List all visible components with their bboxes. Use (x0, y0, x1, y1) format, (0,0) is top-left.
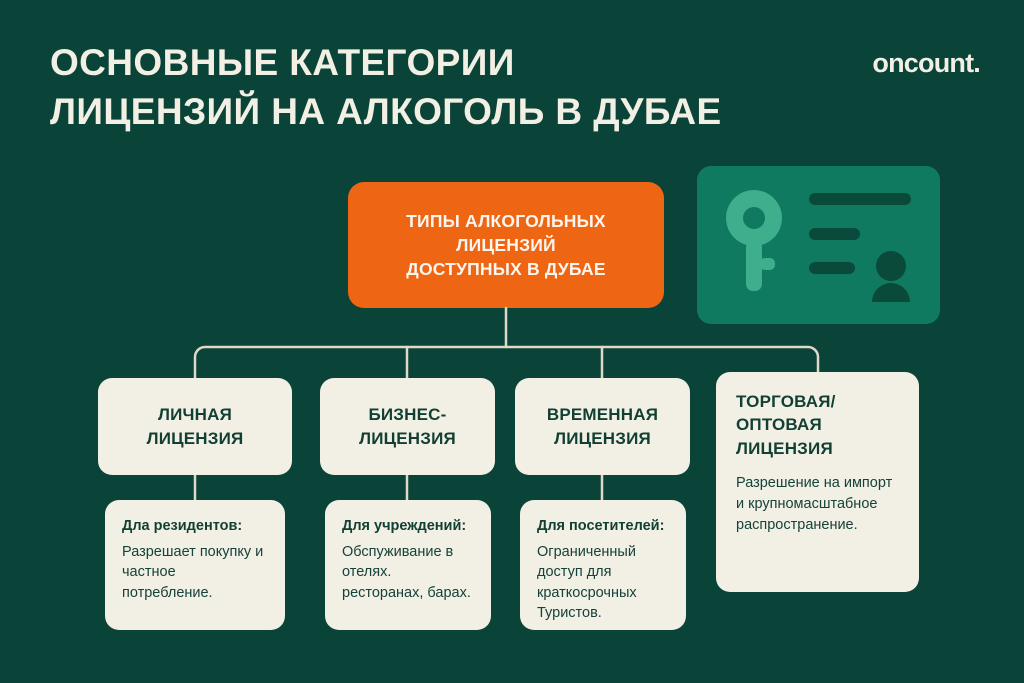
branch-title-trade-wholesale-line-2: ОПТОВАЯ (736, 415, 822, 435)
brand-logo: oncount. (872, 48, 980, 78)
branch-detail-trade-wholesale-body: Разрешение на импорт и крупномасштабное … (736, 475, 893, 533)
id-card-text-bars (809, 193, 911, 274)
branch-title-temporary-line-1: ВРЕМЕННАЯ (546, 405, 659, 425)
branch-title-trade-wholesale-line-1: ТОРГОВАЯ/ (736, 392, 836, 411)
branch-title-business: БИЗНЕС- ЛИЦЕНЗИЯ (320, 378, 495, 475)
branch-title-personal-line-1: ЛИЧНАЯ (157, 405, 233, 425)
branch-title-trade-wholesale-line-3: ЛИЦЕНЗИЯ (736, 438, 833, 458)
root-node-alcohol-license-types: ТИПЫ АЛКОГОЛЬНЫХ ЛИЦЕНЗИЙ ДОСТУПНЫХ В ДУ… (348, 182, 664, 308)
root-node-line-2: ЛИЦЕНЗИЙ (456, 234, 556, 255)
license-id-card-illustration (697, 166, 940, 324)
branch-detail-personal-head: Дла резидентов: (122, 518, 243, 534)
branch-title-temporary: ВРЕМЕННАЯ ЛИЦЕНЗИЯ (515, 378, 690, 475)
key-icon (726, 190, 782, 291)
branch-detail-temporary: Для посетителей: Ограниченный доступ для… (520, 500, 686, 630)
branch-detail-business-body: Обспуживание в отелях. ресторанах, барах… (342, 543, 471, 601)
page-title-line-1: ОСНОВНЫЕ КАТЕГОРИИ (50, 42, 515, 83)
branch-detail-temporary-body: Ограниченный доступ для краткосрочных Ту… (537, 543, 637, 622)
page-title-line-2: ЛИЦЕНЗИЙ НА АЛКОГОЛЬ В ДУБАЕ (50, 91, 722, 133)
page-title: ОСНОВНЫЕ КАТЕГОРИИ ЛИЦЕНЗИЙ НА АЛКОГОЛЬ … (50, 38, 810, 136)
branch-detail-personal-body: Разрешает покупку и частное потребление. (122, 543, 264, 601)
branch-card-trade-wholesale: ТОРГОВАЯ/ ОПТОВАЯ ЛИЦЕНЗИЯ Разрешение на… (716, 372, 919, 592)
root-node-line-1: ТИПЫ АЛКОГОЛЬНЫХ (406, 210, 606, 231)
branch-title-personal-line-2: ЛИЦЕНЗИЯ (146, 428, 244, 448)
branch-detail-business: Для учреждений: Обспуживание в отелях. р… (325, 500, 491, 630)
branch-title-trade-wholesale: ТОРГОВАЯ/ ОПТОВАЯ ЛИЦЕНЗИЯ (736, 390, 901, 460)
person-icon (872, 251, 910, 302)
branch-title-business-line-2: ЛИЦЕНЗИЯ (359, 428, 456, 448)
root-node-line-3: ДОСТУПНЫХ В ДУБАЕ (406, 259, 606, 280)
branch-title-temporary-line-2: ЛИЦЕНЗИЯ (554, 428, 651, 448)
branch-title-business-line-1: БИЗНЕС- (368, 405, 447, 425)
branch-detail-personal: Дла резидентов: Разрешает покупку и част… (105, 500, 285, 630)
branch-title-personal: ЛИЧНАЯ ЛИЦЕНЗИЯ (98, 378, 292, 475)
branch-detail-temporary-head: Для посетителей: (537, 518, 665, 534)
branch-detail-business-head: Для учреждений: (342, 518, 467, 534)
